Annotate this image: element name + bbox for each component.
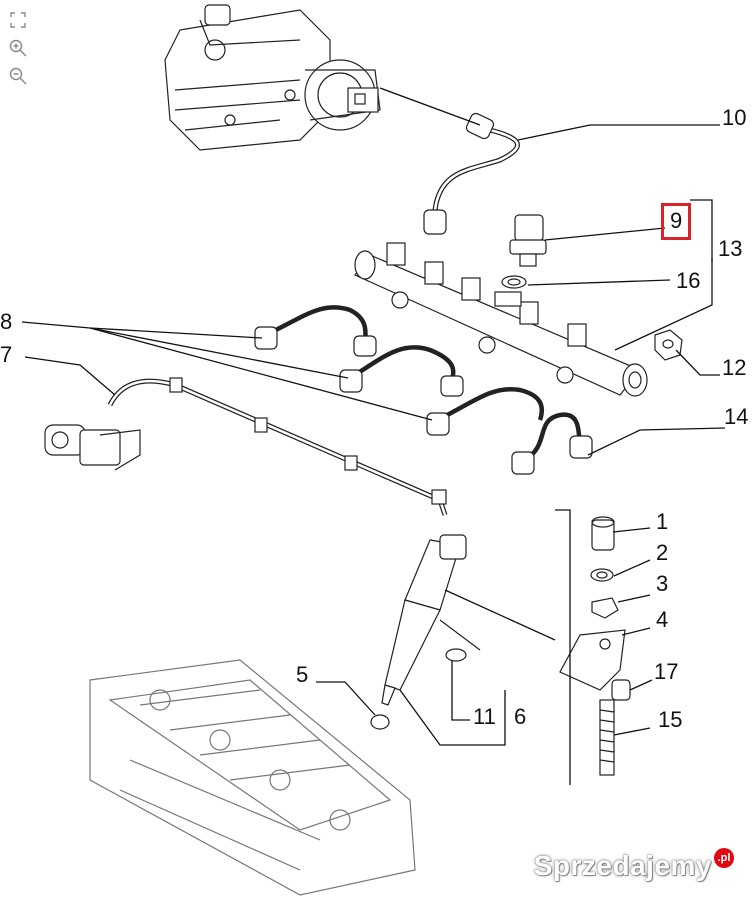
pressure-sensor-drawing — [501, 214, 547, 289]
pipe-10-drawing — [423, 112, 520, 235]
washer-5-drawing — [370, 714, 390, 730]
callout-15: 15 — [658, 707, 683, 732]
nut-12-drawing — [654, 329, 683, 361]
leader-lines — [21, 87, 726, 785]
zoom-out-icon[interactable] — [6, 64, 30, 88]
watermark-badge: .pl — [714, 848, 734, 868]
cylinder-head-drawing — [89, 659, 416, 896]
expand-icon[interactable] — [6, 8, 30, 32]
callout-14: 14 — [724, 404, 749, 429]
callout-10: 10 — [722, 105, 747, 130]
callout-4: 4 — [656, 607, 669, 632]
callout-12: 12 — [722, 355, 747, 380]
pump-drawing — [164, 4, 381, 151]
watermark-text: Sprzedajemy — [533, 850, 712, 881]
pipes-8-drawing — [264, 305, 545, 423]
zoom-in-icon[interactable] — [6, 36, 30, 60]
watermark: Sprzedajemy .pl — [533, 848, 734, 882]
callout-11: 11 — [473, 704, 496, 729]
pipe-14-drawing — [511, 412, 593, 475]
callout-8: 8 — [0, 309, 13, 334]
callout-17: 17 — [654, 659, 679, 684]
injector-drawing — [381, 534, 481, 706]
callout-1: 1 — [656, 509, 669, 534]
clamp-parts-drawing — [559, 516, 631, 776]
callout-16: 16 — [676, 268, 701, 293]
callout-9: 9 — [661, 203, 692, 240]
fuel-rail-drawing — [354, 242, 648, 397]
callout-7: 7 — [0, 342, 13, 367]
callout-13: 13 — [718, 236, 743, 261]
callout-2: 2 — [656, 540, 669, 565]
callout-5: 5 — [296, 662, 309, 687]
return-line-drawing — [44, 377, 448, 516]
callout-6: 6 — [514, 704, 527, 729]
viewer-toolbar — [4, 8, 32, 88]
callout-3: 3 — [656, 571, 669, 596]
